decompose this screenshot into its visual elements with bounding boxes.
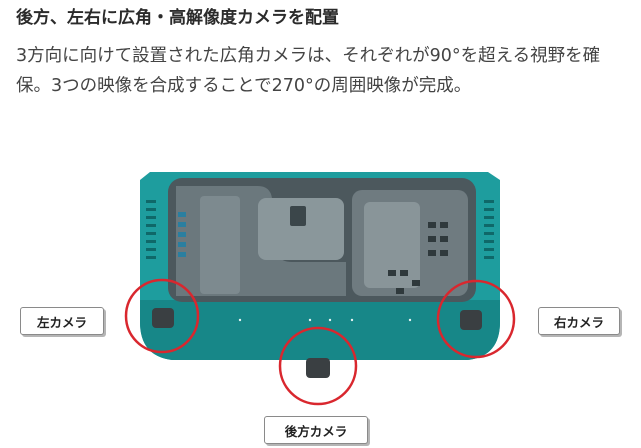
description-paragraph: 3方向に向けて設置された広角カメラは、それぞれが90°を超える視野を確保。3つの… bbox=[16, 46, 601, 96]
rear-camera-label: 後方カメラ bbox=[264, 416, 368, 444]
vehicle-rear-body bbox=[140, 172, 500, 360]
rear-camera-unit bbox=[306, 358, 330, 378]
right-camera-unit bbox=[460, 310, 482, 330]
section-heading: 後方、左右に広角・高解像度カメラを配置 bbox=[16, 8, 339, 28]
left-camera-label: 左カメラ bbox=[20, 307, 104, 335]
left-camera-highlight bbox=[124, 278, 200, 354]
left-camera-unit bbox=[152, 308, 174, 328]
rear-camera-highlight bbox=[278, 326, 358, 406]
right-camera-label: 右カメラ bbox=[538, 307, 620, 335]
right-camera-highlight bbox=[436, 279, 516, 359]
